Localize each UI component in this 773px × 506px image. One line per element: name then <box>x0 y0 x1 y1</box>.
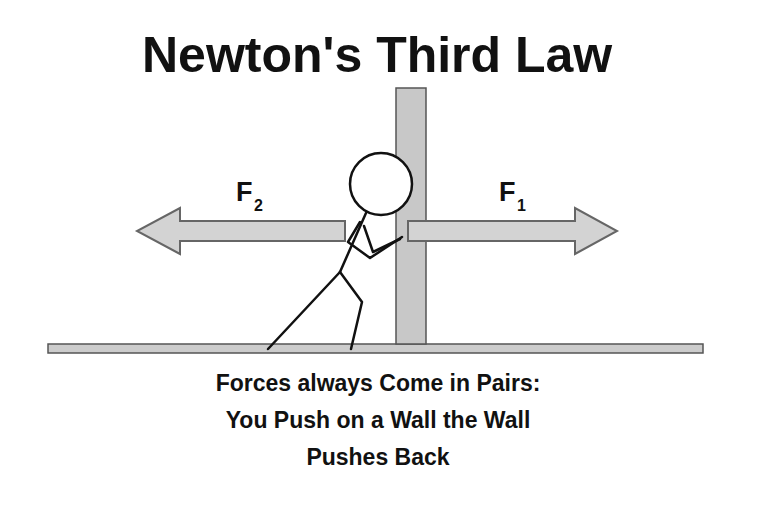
stick-figure <box>268 153 412 349</box>
floor <box>48 344 703 353</box>
force-subscript: 1 <box>517 198 526 214</box>
force-subscript: 2 <box>254 198 263 214</box>
title: Newton's Third Law <box>142 30 612 80</box>
force-symbol: F <box>236 179 253 206</box>
force-arrow <box>408 208 617 254</box>
caption: Forces always Come in Pairs: You Push on… <box>213 365 543 476</box>
force-symbol: F <box>499 179 516 206</box>
wall <box>396 88 426 344</box>
force-arrow <box>137 208 345 254</box>
